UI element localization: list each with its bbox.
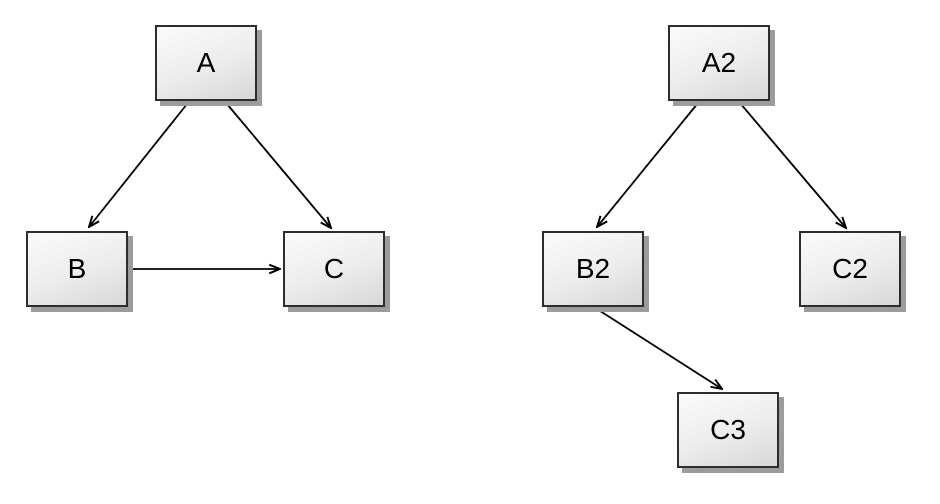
node-b2-box[interactable]: B2 bbox=[542, 231, 644, 307]
node-c3-label: C3 bbox=[710, 414, 746, 445]
node-b-label: B bbox=[67, 253, 87, 284]
edge-b2-to-c3-arrow[interactable] bbox=[596, 308, 722, 389]
edge-a2-to-b2-arrow[interactable] bbox=[597, 102, 699, 227]
node-b-box[interactable]: B bbox=[26, 231, 128, 307]
edge-a-to-c-arrow[interactable] bbox=[226, 103, 331, 228]
edge-a-to-b-arrow[interactable] bbox=[89, 103, 188, 227]
node-a-label: A bbox=[196, 47, 216, 78]
node-a2-box[interactable]: A2 bbox=[668, 25, 770, 101]
node-a2-label: A2 bbox=[701, 47, 737, 78]
node-c2-label: C2 bbox=[832, 253, 868, 284]
node-c3-box[interactable]: C3 bbox=[677, 392, 779, 468]
node-b2-label: B2 bbox=[575, 253, 611, 284]
node-c-box[interactable]: C bbox=[283, 231, 385, 307]
edge-a2-to-c2-arrow[interactable] bbox=[739, 102, 846, 228]
node-c-label: C bbox=[323, 253, 345, 284]
node-c2-box[interactable]: C2 bbox=[799, 231, 901, 307]
node-a-box[interactable]: A bbox=[155, 25, 257, 101]
